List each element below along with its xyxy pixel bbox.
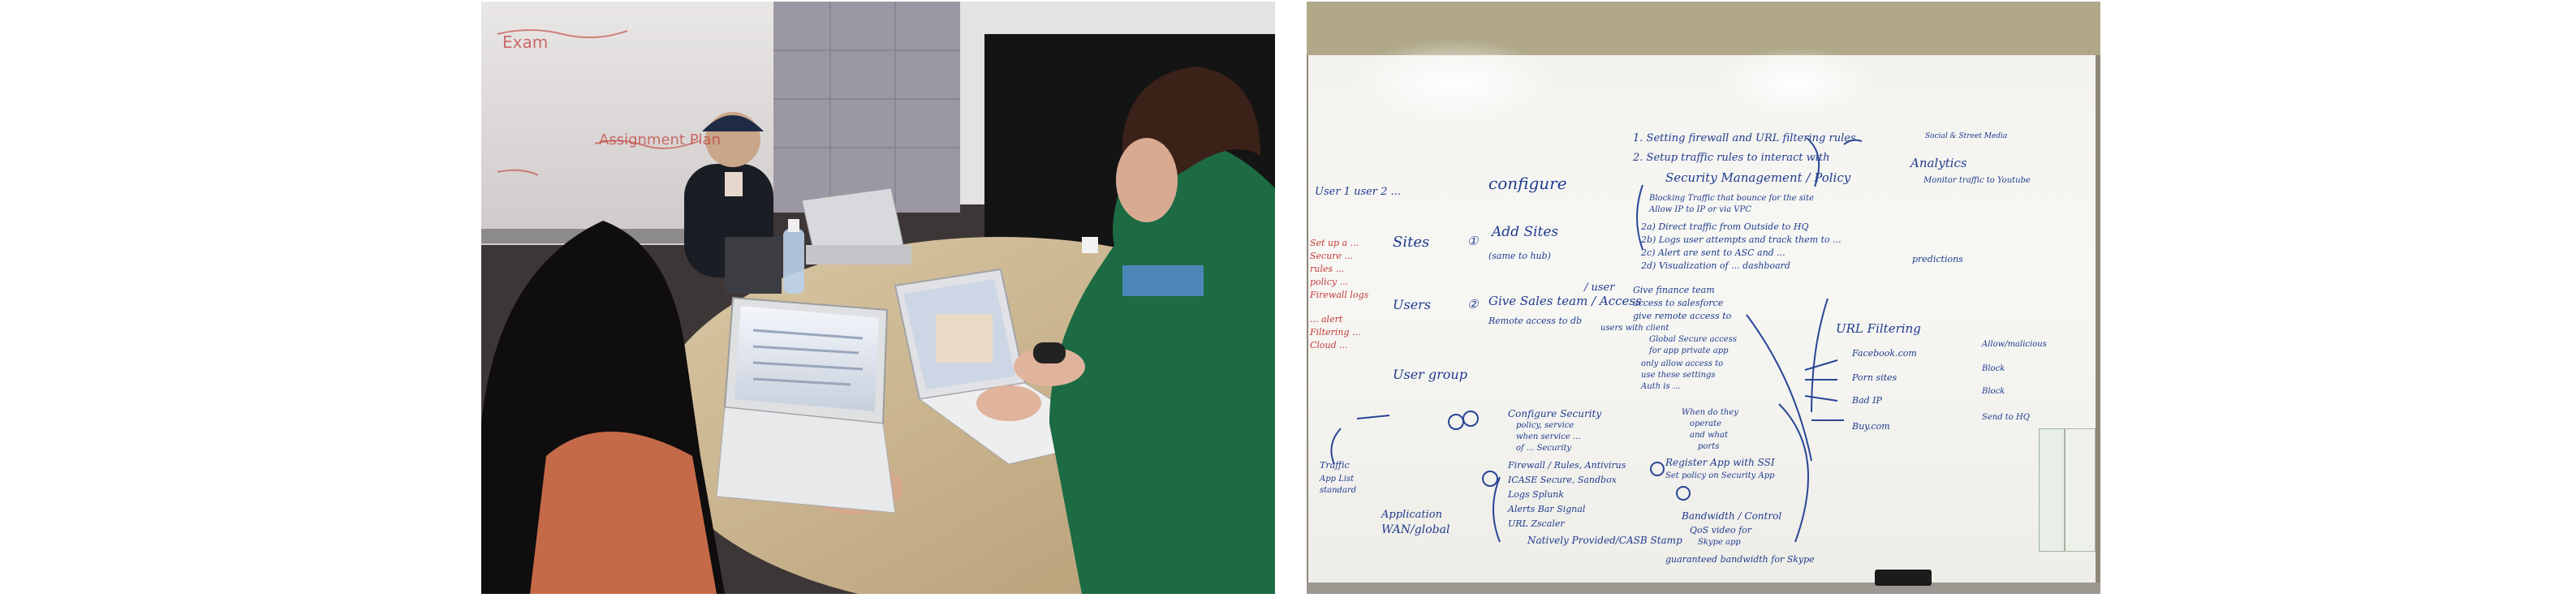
url-item: Facebook.com [1852, 348, 1917, 359]
red-note: ... alert [1310, 314, 1343, 325]
heading-predictions: predictions [1912, 254, 1963, 264]
sticky-note [2039, 428, 2065, 552]
whiteboard-scribble: Exam [502, 32, 549, 52]
qos-note: Bandwidth / Control [1682, 510, 1782, 522]
bottom-note: Natively Provided/CASB Stamp [1527, 535, 1682, 546]
middle-note: access to salesforce [1633, 298, 1724, 308]
url-action: Send to HQ [1982, 413, 2030, 422]
middle-note: users with client [1600, 324, 1669, 333]
heading-app-list: App List [1320, 475, 1355, 484]
sticky-note [2065, 428, 2096, 552]
whiteboard-scribble: Assignment Plan [599, 131, 721, 148]
url-item: Buy.com [1852, 421, 1890, 432]
red-note: policy ... [1310, 277, 1349, 287]
whiteboard-photo: User 1 user 2 ... configure Sites ① Add … [1307, 2, 2100, 594]
security-mgmt: Security Management / Policy [1665, 170, 1851, 185]
middle-note: Give finance team [1633, 285, 1715, 295]
step-number: ② [1467, 297, 1479, 312]
step-user: / user [1584, 282, 1615, 294]
heading-wan-global: WAN/global [1381, 523, 1450, 536]
right-note: Monitor traffic to Youtube [1923, 176, 2031, 185]
step-add-sites: Add Sites [1492, 224, 1559, 240]
heading-users: Users [1393, 297, 1432, 312]
bottom-note: of ... Security [1516, 444, 1572, 453]
heading-sites: Sites [1393, 234, 1430, 251]
logs: 2b) Logs user attempts and track them to… [1641, 234, 1842, 245]
middle-note: use these settings [1641, 371, 1716, 380]
heading-url-filtering: URL Filtering [1836, 321, 1921, 336]
qos-note: ports [1698, 442, 1720, 451]
heading-traffic: Traffic [1320, 460, 1350, 471]
bottom-note: when service ... [1516, 432, 1581, 441]
step-number: ① [1467, 234, 1479, 248]
red-note: rules ... [1310, 264, 1345, 274]
qos-note: operate [1690, 419, 1722, 428]
red-note: Filtering ... [1310, 327, 1361, 338]
step-add-sites-sub: (same to hub) [1488, 251, 1551, 261]
middle-note: for app private app [1649, 346, 1729, 355]
qos-note: and what [1690, 431, 1728, 440]
right-note: Social & Street Media [1925, 132, 2008, 140]
pen-strokes [1330, 137, 1863, 543]
qos-note: guaranteed bandwidth for Skype [1665, 554, 1815, 565]
qos-note: Set policy on Security App [1665, 471, 1775, 480]
qos-note: When do they [1682, 408, 1738, 417]
middle-note: give remote access to [1633, 311, 1732, 321]
url-action: Block [1982, 364, 2005, 373]
url-item: Porn sites [1852, 372, 1898, 383]
red-note: Cloud ... [1310, 340, 1348, 350]
red-note: Set up a ... [1310, 238, 1359, 248]
alert: 2c) Alert are sent to ASC and ... [1641, 247, 1786, 258]
bottom-note: Logs Splunk [1508, 489, 1565, 500]
note-users: User 1 user 2 ... [1315, 186, 1401, 198]
heading-analytics: Analytics [1910, 156, 1967, 170]
eraser [1875, 570, 1932, 586]
bottom-note: Configure Security [1508, 408, 1602, 419]
qos-note: QoS video for [1690, 525, 1752, 535]
direct-traffic: 2a) Direct traffic from Outside to HQ [1641, 221, 1809, 232]
qos-note: Skype app [1698, 538, 1741, 547]
middle-note: Auth is ... [1641, 382, 1681, 391]
blocking-traffic: Blocking Traffic that bounce for the sit… [1649, 194, 1815, 203]
heading-configure: configure [1488, 174, 1567, 193]
meeting-scene [481, 2, 1275, 594]
bottom-note: Alerts Bar Signal [1508, 504, 1586, 514]
red-note: Secure ... [1310, 251, 1354, 261]
visualization: 2d) Visualization of ... dashboard [1641, 260, 1790, 271]
meeting-photo: Exam Assignment Plan [481, 2, 1275, 594]
heading-standard: standard [1320, 486, 1357, 495]
step-remote-access: Remote access to db [1488, 316, 1583, 326]
url-action: Allow/malicious [1982, 340, 2047, 349]
middle-note: Global Secure access [1649, 335, 1737, 344]
bottom-note: ICASE Secure, Sandbox [1508, 475, 1617, 485]
bottom-note: URL Zscaler [1508, 518, 1565, 529]
red-note: Firewall logs [1310, 290, 1369, 300]
bottom-note: policy, service [1516, 421, 1574, 430]
setup-step-1: 1. Setting firewall and URL filtering ru… [1633, 132, 1856, 144]
qos-note: Register App with SSI [1665, 457, 1775, 468]
url-action: Block [1982, 387, 2005, 396]
url-item: Bad IP [1852, 395, 1882, 406]
board-tray [1307, 583, 2100, 594]
heading-application: Application [1381, 509, 1442, 521]
whiteboard: User 1 user 2 ... configure Sites ① Add … [1308, 39, 2096, 584]
heading-user-group: User group [1393, 367, 1467, 382]
middle-note: only allow access to [1641, 359, 1724, 368]
setup-step-2: 2. Setup traffic rules to interact with [1633, 152, 1830, 164]
bottom-note: Firewall / Rules, Antivirus [1508, 460, 1626, 471]
step-give-sales-team: Give Sales team / Access [1488, 294, 1642, 308]
allow-ip: Allow IP to IP or via VPC [1649, 205, 1751, 214]
